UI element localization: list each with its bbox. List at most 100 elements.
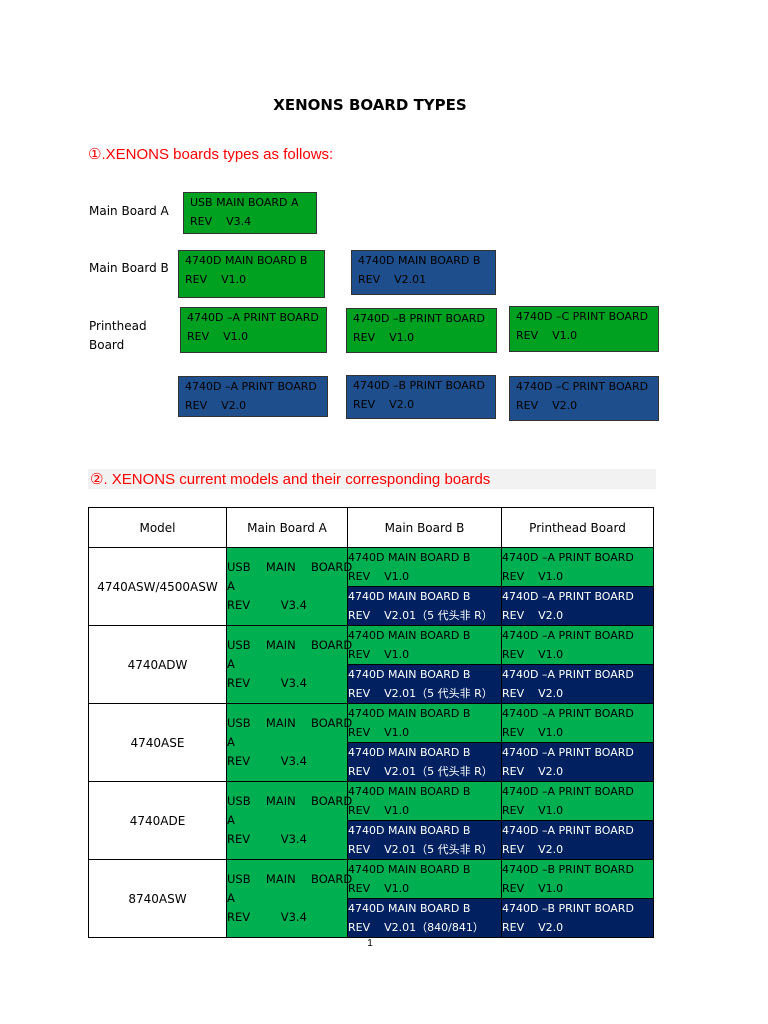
- board-name: 4740D –A PRINT BOARD: [502, 668, 634, 681]
- board-rev: REV V2.0: [516, 399, 578, 412]
- main-board-a-line: USB MAIN BOARD: [227, 560, 353, 574]
- board-name: USB MAIN BOARD A: [190, 196, 299, 209]
- board-print-c-v1: 4740D –C PRINT BOARD REV V1.0: [509, 306, 659, 352]
- main-board-b-cell: 4740D MAIN BOARD B REV V2.01（5 代头非 R）: [347, 664, 502, 704]
- main-board-a-line: USB MAIN BOARD: [227, 716, 353, 730]
- board-rev: REV V1.0: [502, 804, 564, 817]
- header-main-board-a: Main Board A: [226, 507, 348, 548]
- board-print-a-v2: 4740D –A PRINT BOARD REV V2.0: [178, 376, 328, 417]
- board-name: 4740D MAIN BOARD B: [348, 902, 471, 915]
- board-rev: REV V1.0: [348, 648, 410, 661]
- main-board-a-line: USB MAIN BOARD: [227, 638, 353, 652]
- board-name: 4740D MAIN BOARD B: [348, 824, 471, 837]
- board-rev: REV V2.01: [358, 273, 427, 286]
- board-rev: REV V1.0: [502, 726, 564, 739]
- board-rev: REV V2.01（5 代头非 R）: [348, 609, 493, 622]
- board-rev: REV V1.0: [348, 726, 410, 739]
- model-cell: 4740ADW: [88, 625, 227, 704]
- board-name: 4740D MAIN BOARD B: [348, 668, 471, 681]
- board-rev: REV V3.4: [190, 215, 252, 228]
- section-heading-board-types: ①.XENONS boards types as follows:: [88, 146, 334, 163]
- model-cell: 4740ASW/4500ASW: [88, 547, 227, 626]
- board-name: 4740D MAIN BOARD B: [358, 254, 481, 267]
- printhead-board-cell: 4740D –B PRINT BOARD REV V1.0: [501, 859, 654, 899]
- label-printhead-line1: Printhead: [89, 319, 147, 333]
- main-board-b-cell: 4740D MAIN BOARD B REV V2.01（5 代头非 R）: [347, 820, 502, 860]
- board-usb-main-a: USB MAIN BOARD A REV V3.4: [183, 192, 317, 234]
- header-main-board-b: Main Board B: [347, 507, 502, 548]
- board-name: 4740D –A PRINT BOARD: [502, 824, 634, 837]
- model-cell: 4740ADE: [88, 781, 227, 860]
- board-name: 4740D –B PRINT BOARD: [353, 379, 485, 392]
- board-rev: REV V1.0: [185, 273, 247, 286]
- page-title: XENONS BOARD TYPES: [273, 96, 467, 114]
- label-main-board-b: Main Board B: [89, 261, 169, 275]
- board-rev: REV V1.0: [348, 804, 410, 817]
- main-board-a-line: REV V3.4: [227, 598, 307, 612]
- board-name: 4740D –A PRINT BOARD: [187, 311, 319, 324]
- main-board-b-cell: 4740D MAIN BOARD B REV V1.0: [347, 781, 502, 821]
- board-name: 4740D –A PRINT BOARD: [502, 590, 634, 603]
- board-main-b-v1: 4740D MAIN BOARD B REV V1.0: [178, 250, 325, 298]
- page-number: 1: [367, 938, 373, 949]
- main-board-a-line: USB MAIN BOARD: [227, 794, 353, 808]
- main-board-a-line: REV V3.4: [227, 754, 307, 768]
- board-rev: REV V2.0: [502, 921, 564, 934]
- board-rev: REV V1.0: [187, 330, 249, 343]
- table-header-row: Model Main Board A Main Board B Printhea…: [88, 507, 654, 548]
- printhead-board-cell: 4740D –A PRINT BOARD REV V2.0: [501, 820, 654, 860]
- board-rev: REV V2.0: [353, 398, 415, 411]
- header-printhead-board: Printhead Board: [501, 507, 654, 548]
- main-board-a-line: REV V3.4: [227, 832, 307, 846]
- main-board-a-line: REV V3.4: [227, 676, 307, 690]
- label-printhead-line2: Board: [89, 338, 125, 352]
- printhead-board-cell: 4740D –A PRINT BOARD REV V2.0: [501, 664, 654, 704]
- model-cell: 8740ASW: [88, 859, 227, 938]
- board-name: 4740D –A PRINT BOARD: [185, 380, 317, 393]
- board-name: 4740D –A PRINT BOARD: [502, 746, 634, 759]
- board-rev: REV V1.0: [516, 329, 578, 342]
- board-name: 4740D MAIN BOARD B: [348, 629, 471, 642]
- main-board-a-line: A: [227, 657, 235, 671]
- board-print-b-v2: 4740D –B PRINT BOARD REV V2.0: [346, 375, 496, 419]
- board-rev: REV V2.01（5 代头非 R）: [348, 687, 493, 700]
- model-cell: 4740ASE: [88, 703, 227, 782]
- board-rev: REV V2.0: [502, 843, 564, 856]
- board-name: 4740D –A PRINT BOARD: [502, 785, 634, 798]
- board-name: 4740D MAIN BOARD B: [348, 785, 471, 798]
- board-rev: REV V1.0: [502, 570, 564, 583]
- printhead-board-cell: 4740D –A PRINT BOARD REV V1.0: [501, 781, 654, 821]
- board-name: 4740D MAIN BOARD B: [348, 746, 471, 759]
- models-table: Model Main Board A Main Board B Printhea…: [88, 507, 654, 938]
- board-name: 4740D –A PRINT BOARD: [502, 629, 634, 642]
- board-rev: REV V1.0: [502, 882, 564, 895]
- board-print-c-v2: 4740D –C PRINT BOARD REV V2.0: [509, 376, 659, 421]
- board-name: 4740D MAIN BOARD B: [348, 707, 471, 720]
- board-print-b-v1: 4740D –B PRINT BOARD REV V1.0: [346, 308, 497, 353]
- main-board-b-cell: 4740D MAIN BOARD B REV V2.01（840/841）: [347, 898, 502, 938]
- board-print-a-v1: 4740D –A PRINT BOARD REV V1.0: [180, 307, 327, 353]
- board-rev: REV V2.01（5 代头非 R）: [348, 843, 493, 856]
- board-name: 4740D –B PRINT BOARD: [502, 863, 634, 876]
- board-rev: REV V2.01（840/841）: [348, 921, 484, 934]
- section-heading-models: ②. XENONS current models and their corre…: [88, 469, 656, 489]
- board-rev: REV V2.0: [502, 687, 564, 700]
- board-rev: REV V1.0: [348, 570, 410, 583]
